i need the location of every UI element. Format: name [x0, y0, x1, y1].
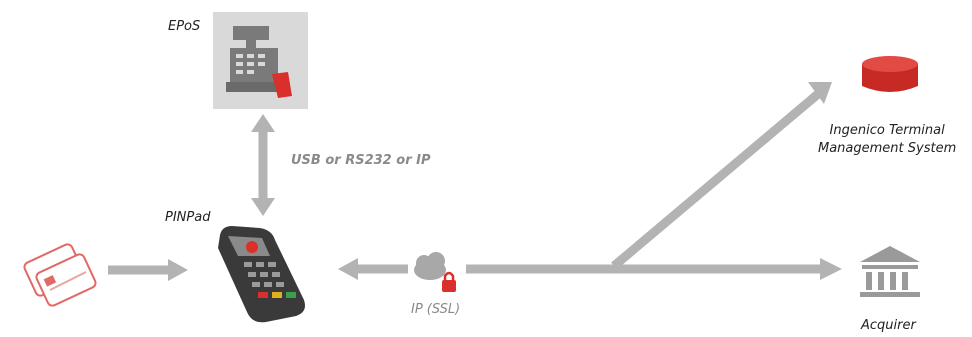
epos-label: EPoS	[168, 19, 201, 34]
ip-ssl-label: IP (SSL)	[411, 302, 461, 317]
acquirer-label: Acquirer	[861, 318, 916, 333]
epos-register-icon	[213, 12, 308, 109]
ip-to-pinpad-arrow	[338, 258, 408, 280]
tms-label-line1: Ingenico Terminal	[829, 123, 945, 138]
tms-label: Ingenico Terminal Management System	[818, 122, 956, 158]
pinpad-terminal-icon	[218, 226, 305, 323]
cloud-lock-icon	[414, 252, 456, 292]
pinpad-label: PINPad	[165, 210, 211, 225]
connection-label: USB or RS232 or IP	[291, 153, 431, 168]
ip-to-acquirer-arrow	[466, 258, 842, 280]
ip-to-tms-arrow	[611, 82, 832, 270]
tms-label-line2: Management System	[818, 141, 957, 156]
epos-pinpad-link-arrow	[251, 114, 275, 216]
database-icon	[862, 56, 918, 92]
card-to-pinpad-arrow	[108, 259, 188, 281]
cards-icon	[23, 243, 97, 307]
bank-icon	[860, 246, 920, 297]
